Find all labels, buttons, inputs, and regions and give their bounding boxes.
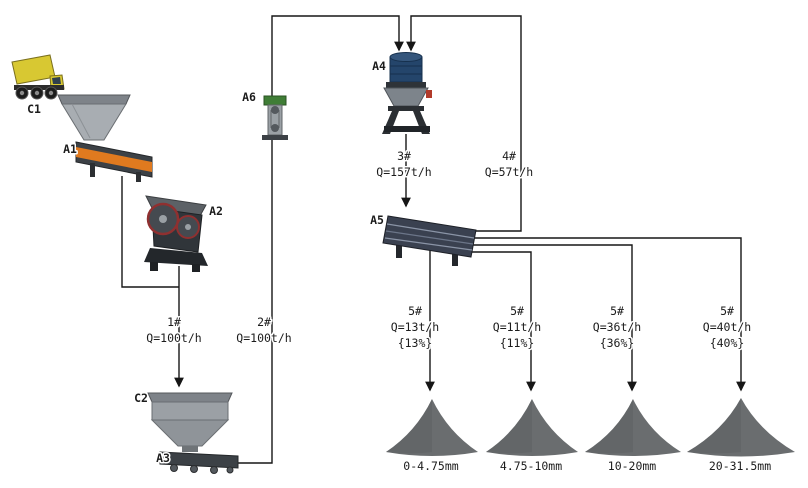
surge-hopper-c2	[147, 392, 233, 452]
screen-deck	[386, 223, 475, 239]
a6-pulley	[271, 106, 279, 114]
cone-top	[389, 52, 423, 62]
vibrating-feeder-a1	[75, 141, 153, 182]
stream-5-3-pct: {36%}	[600, 336, 635, 350]
cone-stand-plate	[388, 106, 424, 111]
crusher-leg	[192, 264, 200, 272]
dump-truck	[11, 54, 65, 100]
stream-5-2-id: 5#	[510, 304, 524, 318]
vibrating-feeder-a3	[159, 451, 239, 474]
a6-green-head	[263, 95, 287, 106]
flow-product-4-arrow	[467, 237, 746, 392]
stream-4-rate: Q=57t/h	[485, 165, 533, 179]
label-a3: A3	[156, 451, 170, 465]
stream-5-2-rate: Q=11t/h	[493, 320, 541, 334]
stream-5-4-pct: {40%}	[710, 336, 745, 350]
hopper-body	[61, 103, 127, 141]
stockpile-4-shade	[687, 398, 741, 454]
flow-product-3-arrow	[466, 244, 637, 392]
truck-bed	[11, 54, 56, 85]
equipment-labels: C1 A1 A2 C2 A3 A6 A4 A5	[26, 58, 388, 467]
feeder-leg	[136, 172, 141, 182]
stream-1-rate: Q=100t/h	[146, 331, 201, 345]
crusher-base	[144, 248, 208, 266]
stream-5-4-rate: Q=40t/h	[703, 320, 751, 334]
feed-hopper-c1	[57, 94, 131, 141]
stream-4-id: 4#	[502, 149, 516, 163]
label-a5: A5	[370, 213, 384, 227]
product-3-label: 10-20mm	[608, 459, 657, 473]
cone-crusher-a4	[382, 52, 432, 134]
stream-3-rate: Q=157t/h	[376, 165, 431, 179]
hopper-box	[151, 401, 229, 421]
stream-5-1-id: 5#	[408, 304, 422, 318]
a6-base	[262, 135, 288, 140]
stream-labels: 1# Q=100t/h 2# Q=100t/h 3# Q=157t/h 4# Q…	[145, 148, 753, 352]
hopper-shade	[71, 103, 91, 139]
screen-deck	[385, 230, 474, 245]
jaw-crusher-a2	[144, 195, 208, 272]
screen-deck	[384, 237, 473, 251]
feeder-leg	[90, 163, 95, 177]
stream-5-3-id: 5#	[610, 304, 624, 318]
flow-a1-elbow	[121, 176, 179, 288]
flow-lines	[121, 15, 746, 464]
cone-bowl	[383, 87, 429, 107]
feeder-body	[159, 451, 239, 469]
feeder-orange-panel	[76, 147, 152, 172]
flow-stream-2-arrow	[238, 15, 404, 464]
feeder-roller	[170, 464, 178, 472]
flow-stream-4-arrow	[406, 15, 522, 232]
screen-foot	[452, 254, 458, 266]
product-labels: 0-4.75mm 4.75-10mm 10-20mm 20-31.5mm	[402, 458, 773, 475]
cone-collar	[386, 82, 426, 88]
stockpile-2-shade	[486, 399, 532, 454]
hopper-outlet	[182, 446, 198, 452]
label-a2: A2	[209, 204, 223, 218]
stream-5-1-rate: Q=13t/h	[391, 320, 439, 334]
crusher-leg	[150, 262, 158, 271]
hopper-taper	[150, 419, 230, 447]
truck-hub	[34, 90, 40, 96]
label-a6: A6	[242, 90, 256, 104]
truck-window	[52, 77, 61, 84]
stream-3-id: 3#	[397, 149, 411, 163]
cone-red-accent	[426, 90, 432, 98]
feeder-roller	[210, 466, 218, 474]
feeder-roller	[226, 466, 234, 474]
device-a6	[262, 95, 288, 140]
feeder-roller	[190, 465, 198, 473]
product-1-label: 0-4.75mm	[403, 459, 458, 473]
stockpile-1-shade	[386, 399, 432, 454]
label-c2: C2	[134, 391, 148, 405]
flow-product-2-arrow	[465, 251, 536, 392]
stream-5-1-pct: {13%}	[398, 336, 433, 350]
stream-2-rate: Q=100t/h	[236, 331, 291, 345]
flywheel-hub	[185, 224, 191, 230]
product-2-label: 4.75-10mm	[500, 459, 562, 473]
stockpiles	[386, 398, 795, 457]
label-a4: A4	[372, 59, 386, 73]
stream-1-id: 1#	[167, 315, 181, 329]
flywheel-hub	[159, 215, 167, 223]
truck-hub	[48, 90, 54, 96]
stream-5-2-pct: {11%}	[500, 336, 535, 350]
stockpile-3-shade	[585, 399, 633, 454]
cone-crossbar	[384, 126, 430, 132]
a6-pulley	[271, 124, 279, 132]
label-a1: A1	[63, 142, 77, 156]
truck-hub	[19, 90, 25, 96]
screen-foot	[396, 244, 402, 258]
stream-2-id: 2#	[257, 315, 271, 329]
stream-5-4-id: 5#	[720, 304, 734, 318]
stream-5-3-rate: Q=36t/h	[593, 320, 641, 334]
vibrating-screen-a5	[382, 215, 477, 266]
product-4-label: 20-31.5mm	[709, 459, 771, 473]
hopper-rim	[57, 94, 131, 105]
hopper-rim	[147, 392, 233, 403]
label-c1: C1	[27, 102, 41, 116]
